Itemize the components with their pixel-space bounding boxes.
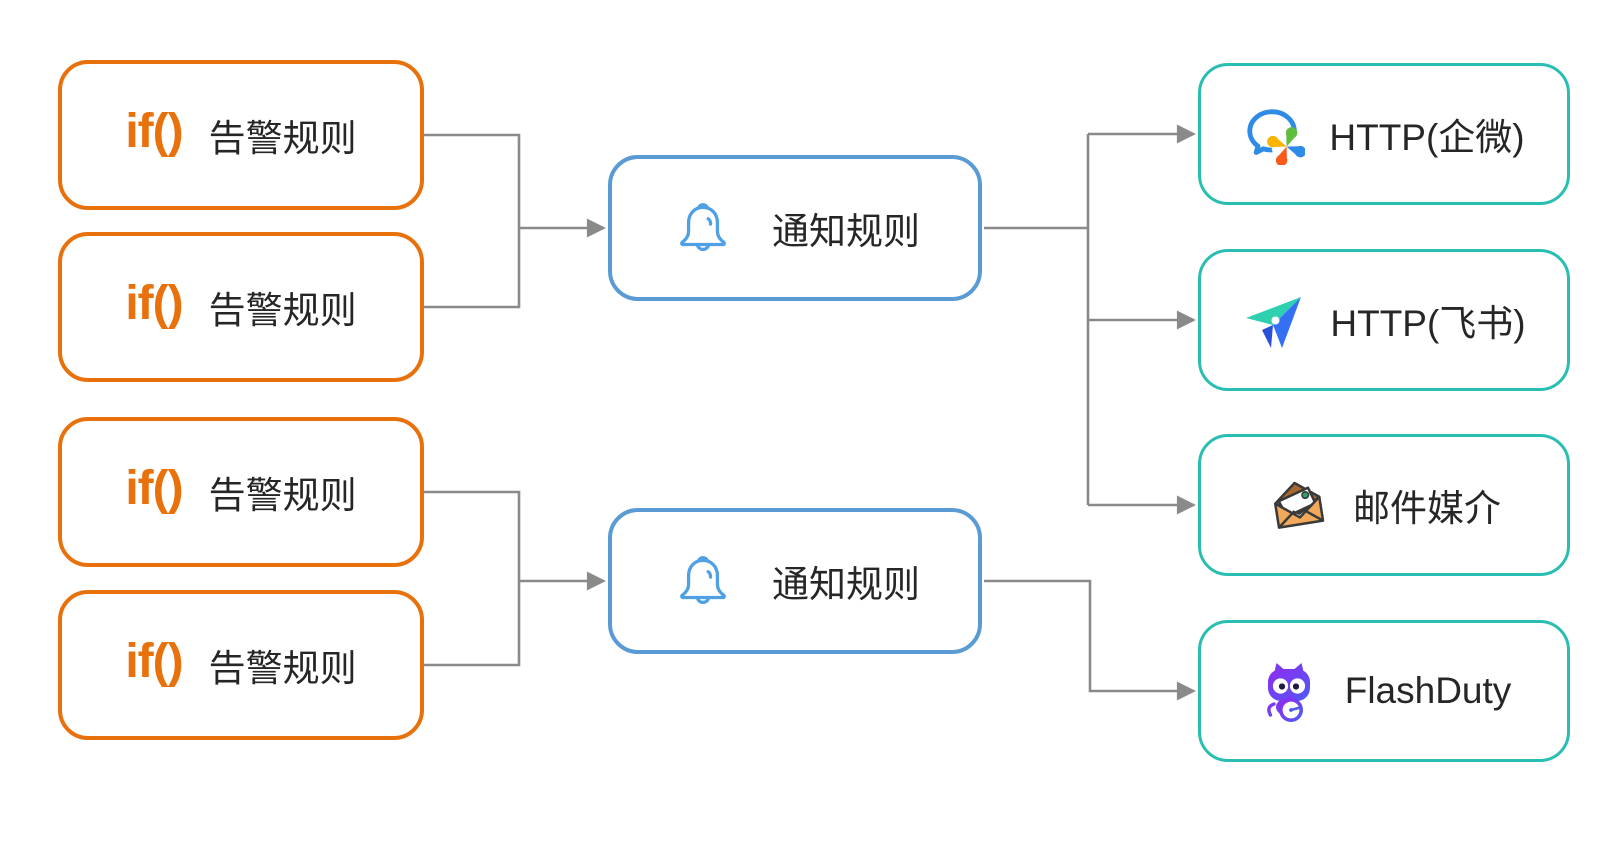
if-condition-icon: if() [125, 277, 183, 330]
edge-alert2-junction [424, 228, 521, 309]
alert-rule-1: if() 告警规则 [58, 60, 424, 210]
email-icon [1267, 474, 1329, 536]
notify-rule-2: 通知规则 [608, 508, 982, 654]
channel-email: 邮件媒介 [1198, 434, 1570, 576]
channel-wecom: HTTP(企微) [1198, 63, 1570, 205]
channel-label: FlashDuty [1344, 670, 1512, 711]
channel-flashduty: FlashDuty [1198, 620, 1570, 762]
flashduty-icon [1257, 659, 1321, 723]
edge-notify2-flashduty [984, 579, 1196, 701]
if-condition-icon: if() [125, 105, 183, 158]
notify-rule-1: 通知规则 [608, 155, 982, 301]
channel-label: HTTP(企微) [1329, 117, 1525, 158]
alert-rule-4: if() 告警规则 [58, 590, 424, 740]
if-condition-icon: if() [125, 462, 183, 515]
edge-alert3-junction [424, 490, 521, 581]
feishu-icon [1242, 288, 1306, 352]
channel-label: HTTP(飞书) [1330, 303, 1526, 344]
alert-rule-label: 告警规则 [208, 475, 357, 516]
wecom-icon [1243, 103, 1306, 165]
notify-rule-label: 通知规则 [772, 564, 920, 605]
alert-rule-3: if() 告警规则 [58, 417, 424, 567]
alert-rule-2: if() 告警规则 [58, 232, 424, 382]
alert-rule-label: 告警规则 [208, 648, 357, 689]
bell-icon [670, 548, 736, 614]
edge-alert1-junction [424, 133, 521, 228]
edge-alert4-junction [424, 581, 521, 667]
channel-label: 邮件媒介 [1353, 488, 1501, 529]
bell-icon [670, 195, 736, 261]
alert-rule-label: 告警规则 [208, 290, 357, 331]
if-condition-icon: if() [125, 635, 183, 688]
channel-feishu: HTTP(飞书) [1198, 249, 1570, 391]
notify-rule-label: 通知规则 [772, 211, 920, 252]
alert-rule-label: 告警规则 [208, 118, 357, 159]
